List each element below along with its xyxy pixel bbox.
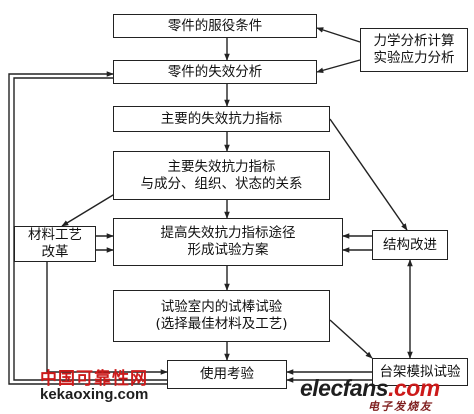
bench-test-label: 台架模拟试验 bbox=[379, 363, 461, 380]
watermark-elecfans: elecfans.com bbox=[300, 376, 440, 400]
main-indicators-box: 主要的失效抗力指标 bbox=[113, 106, 330, 132]
arrow-mechanics-to-service bbox=[316, 27, 361, 43]
watermark-cn-name: 中国可靠性网 bbox=[40, 369, 148, 388]
material-reform-line2: 改革 bbox=[41, 244, 69, 260]
arrow-mechanics-to-failure bbox=[316, 59, 361, 74]
improvement-line2: 形成试验方案 bbox=[187, 242, 269, 258]
indicator-relations-line1: 主要失效抗力指标 bbox=[167, 158, 276, 175]
indicator-relations-box: 主要失效抗力指标 与成分、组织、状态的关系 bbox=[113, 151, 330, 200]
arrow-labtest-to-bench bbox=[329, 319, 373, 359]
service-test-label: 使用考验 bbox=[200, 366, 254, 382]
service-conditions-label: 零件的服役条件 bbox=[167, 17, 263, 34]
watermark-elec-sub: 电子发烧友 bbox=[368, 401, 433, 413]
service-test-box: 使用考验 bbox=[167, 360, 287, 389]
arrow-indicators-to-structure bbox=[329, 118, 408, 231]
feedback-loop-outer bbox=[8, 71, 167, 385]
failure-analysis-box: 零件的失效分析 bbox=[113, 60, 317, 84]
main-indicators-label: 主要的失效抗力指标 bbox=[160, 110, 283, 127]
indicator-relations-line2: 与成分、组织、状态的关系 bbox=[140, 175, 303, 192]
failure-analysis-label: 零件的失效分析 bbox=[167, 63, 263, 80]
mechanics-line2: 实验应力分析 bbox=[373, 50, 455, 66]
arrow-material-to-service bbox=[46, 262, 168, 375]
lab-test-line2: (选择最佳材料及工艺) bbox=[155, 316, 288, 332]
structure-improvement-box: 结构改进 bbox=[372, 230, 448, 260]
structure-improvement-label: 结构改进 bbox=[383, 236, 437, 253]
lab-test-box: 试验室内的试棒试验 (选择最佳材料及工艺) bbox=[113, 290, 330, 342]
mechanics-analysis-box: 力学分析计算 实验应力分析 bbox=[360, 28, 468, 72]
lab-test-line1: 试验室内的试棒试验 bbox=[160, 299, 283, 315]
watermark-elec-main: elecfans bbox=[300, 375, 389, 401]
arrow-relations-to-material bbox=[61, 191, 119, 227]
material-reform-line1: 材料工艺 bbox=[28, 227, 82, 243]
mechanics-line1: 力学分析计算 bbox=[373, 33, 455, 49]
material-reform-box: 材料工艺 改革 bbox=[14, 226, 96, 262]
watermark-cn-url: kekaoxing.com bbox=[40, 386, 149, 403]
improvement-box: 提高失效抗力指标途径 形成试验方案 bbox=[113, 218, 343, 266]
bench-test-box: 台架模拟试验 bbox=[372, 358, 468, 386]
service-conditions-box: 零件的服役条件 bbox=[113, 14, 317, 38]
watermark-elec-tld: .com bbox=[388, 375, 440, 401]
improvement-line1: 提高失效抗力指标途径 bbox=[160, 225, 296, 241]
